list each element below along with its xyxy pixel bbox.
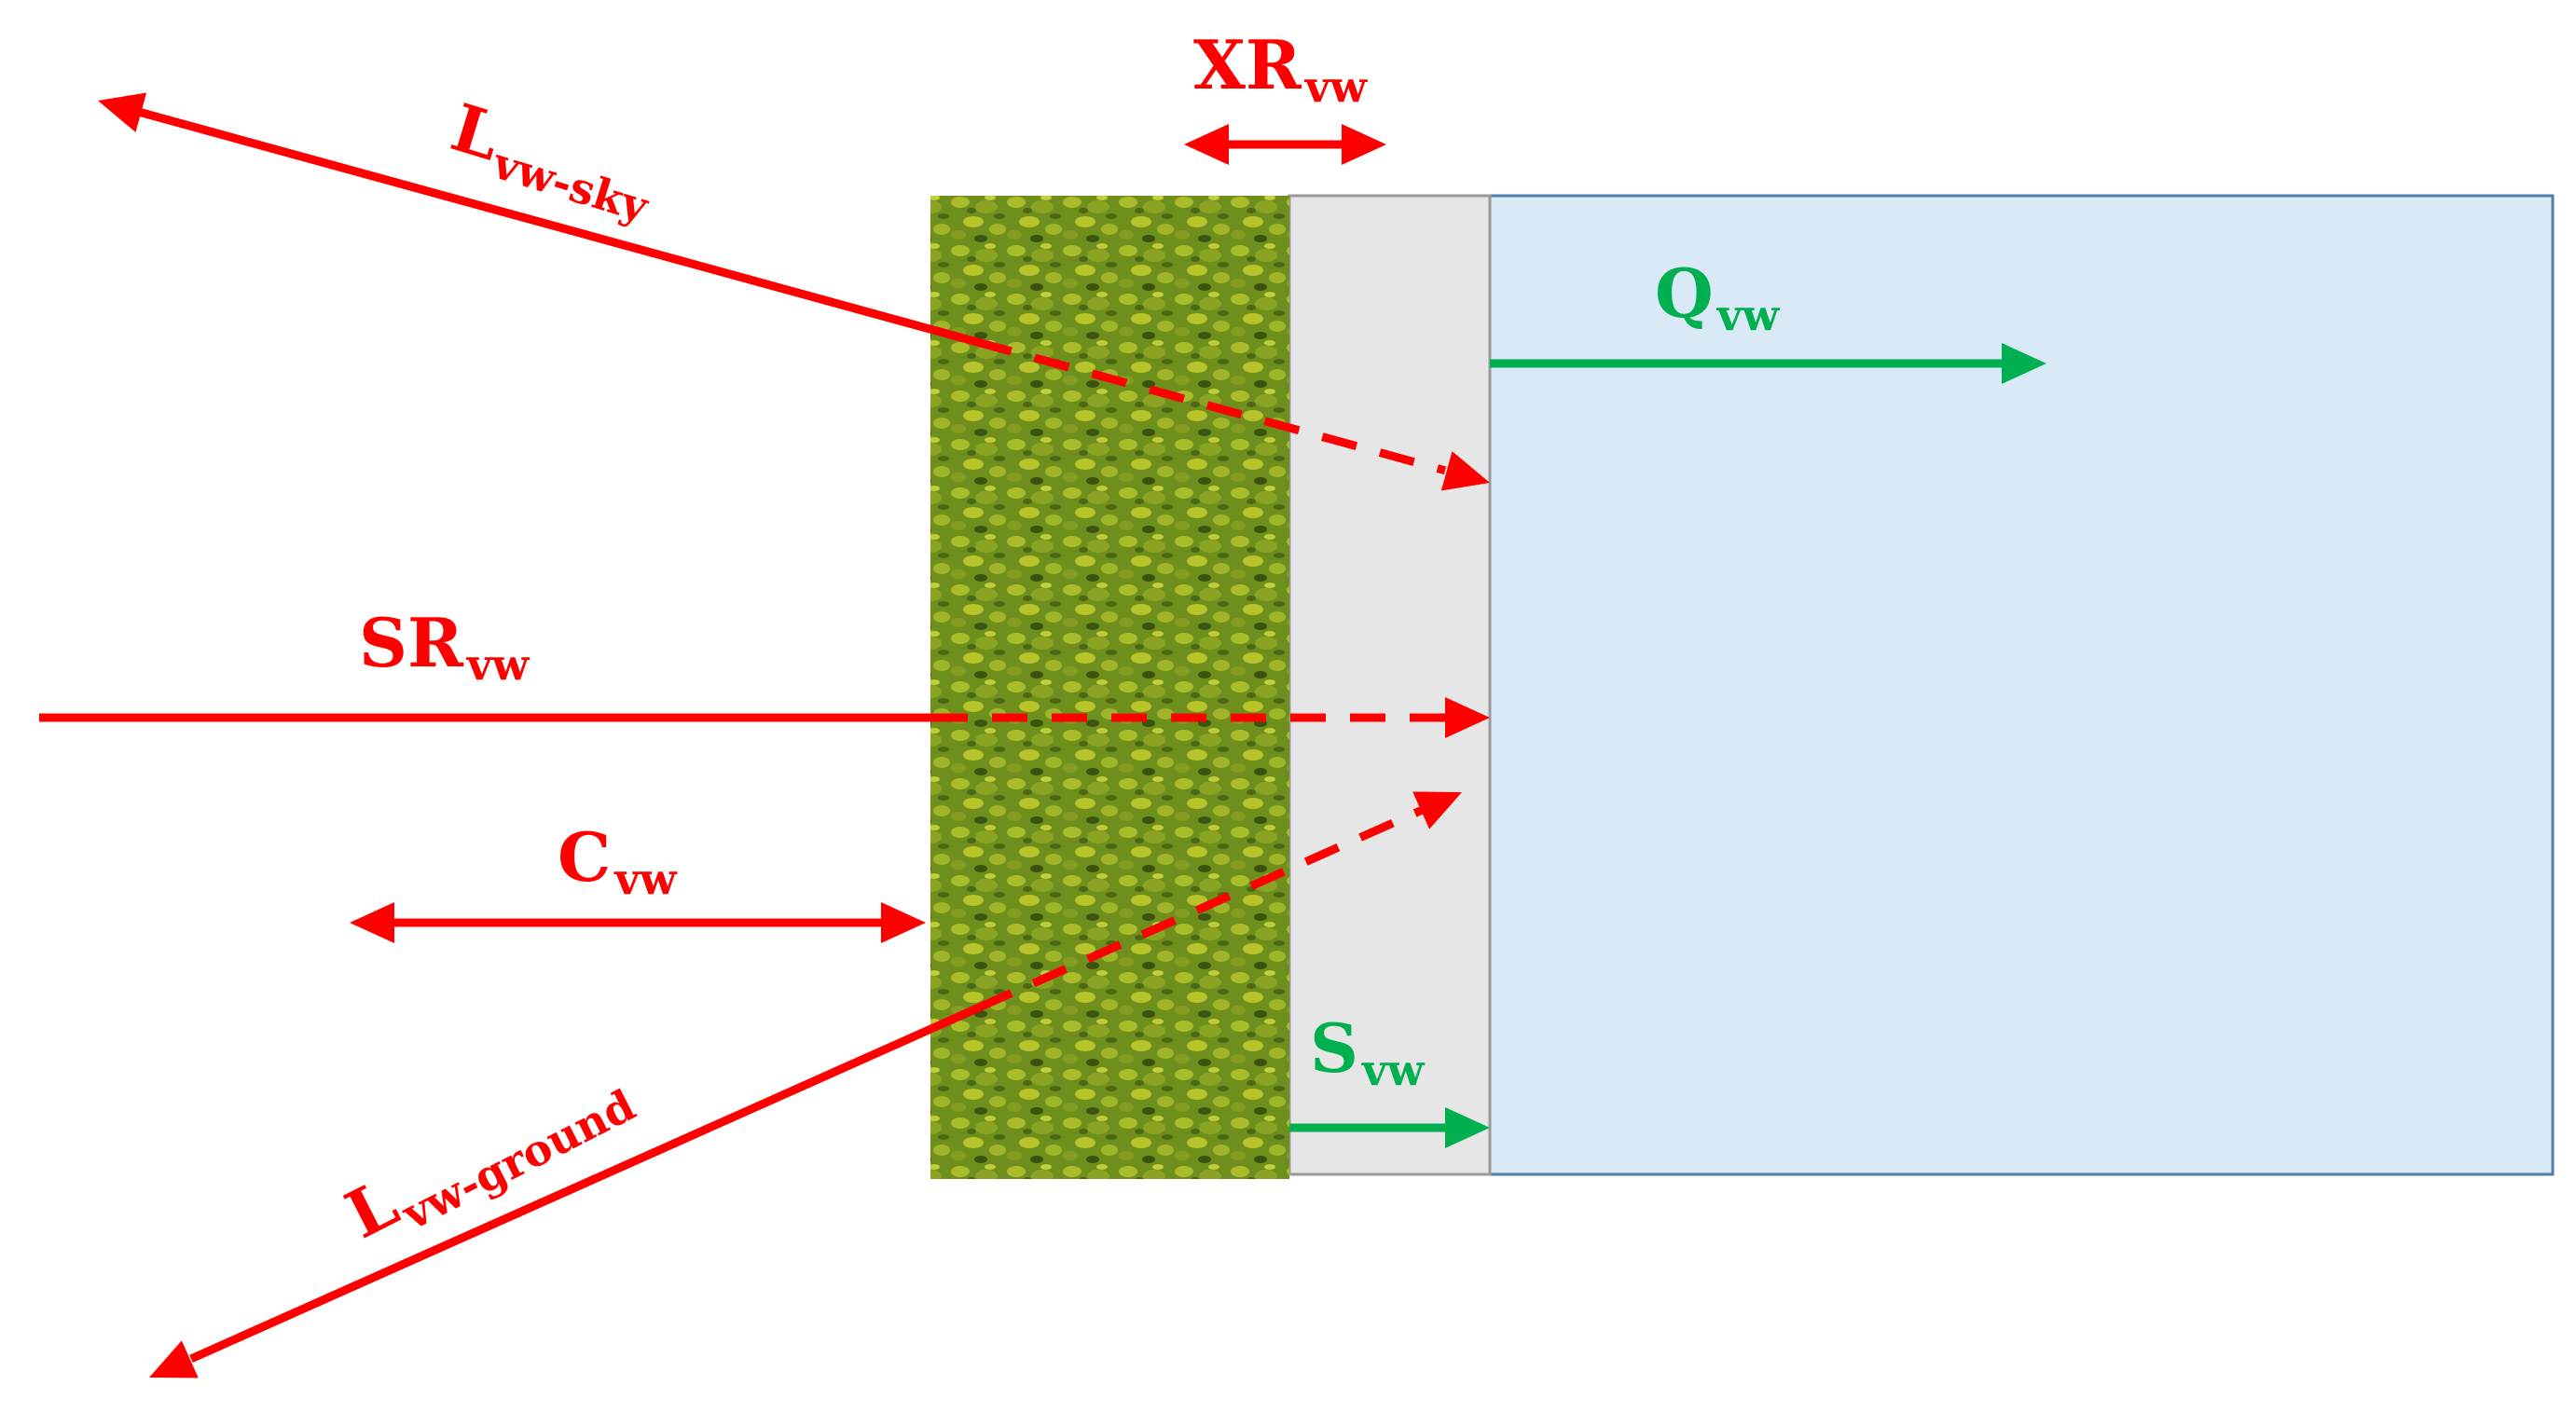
s-vw-label: Svw [1310, 1008, 1426, 1095]
l-vw-ground-dashed-line [977, 806, 1424, 1012]
sr-vw-main: SR [359, 603, 464, 682]
l-vw-ground-line [189, 1003, 981, 1364]
sr-vw-arrowhead [1445, 697, 1490, 738]
s-vw-sub: vw [1361, 1045, 1426, 1095]
q-vw-label: Qvw [1655, 254, 1780, 340]
l-vw-sky-line [138, 108, 979, 347]
q-vw-main: Q [1655, 254, 1714, 333]
s-vw-arrowhead [1445, 1107, 1490, 1148]
l-vw-ground-inner-arrowhead [1412, 791, 1462, 829]
xr-vw-label: XRvw [1193, 25, 1368, 112]
c-vw-sub: vw [613, 854, 678, 904]
s-vw-main: S [1310, 1008, 1358, 1088]
q-vw-sub: vw [1716, 290, 1781, 340]
l-vw-sky-inner-arrowhead [1440, 451, 1490, 491]
c-vw-right-arrowhead [881, 902, 926, 943]
xr-vw-right-arrowhead [1342, 124, 1386, 165]
sr-vw-label: SRvw [359, 603, 530, 690]
xr-vw-left-arrowhead [1184, 124, 1229, 165]
c-vw-label: Cvw [558, 817, 678, 904]
flux-arrows [39, 92, 2046, 1378]
air-gap-layer [1288, 194, 1492, 1176]
l-vw-ground-arrowhead [149, 1340, 199, 1378]
l-vw-sky-dashed-line [975, 337, 1447, 475]
vegetation-layer [930, 196, 1289, 1179]
l-vw-sky-label: Lvw-sky [440, 89, 666, 233]
l-vw-ground-main: L [334, 1164, 410, 1254]
c-vw-left-arrowhead [350, 902, 394, 943]
l-vw-sky-arrowhead [98, 92, 147, 132]
q-vw-arrowhead [2002, 343, 2046, 384]
xr-vw-main: XR [1193, 25, 1302, 104]
xr-vw-sub: vw [1304, 62, 1369, 112]
indoor-space [1488, 194, 2555, 1176]
sr-vw-sub: vw [466, 639, 530, 690]
c-vw-main: C [558, 817, 611, 897]
